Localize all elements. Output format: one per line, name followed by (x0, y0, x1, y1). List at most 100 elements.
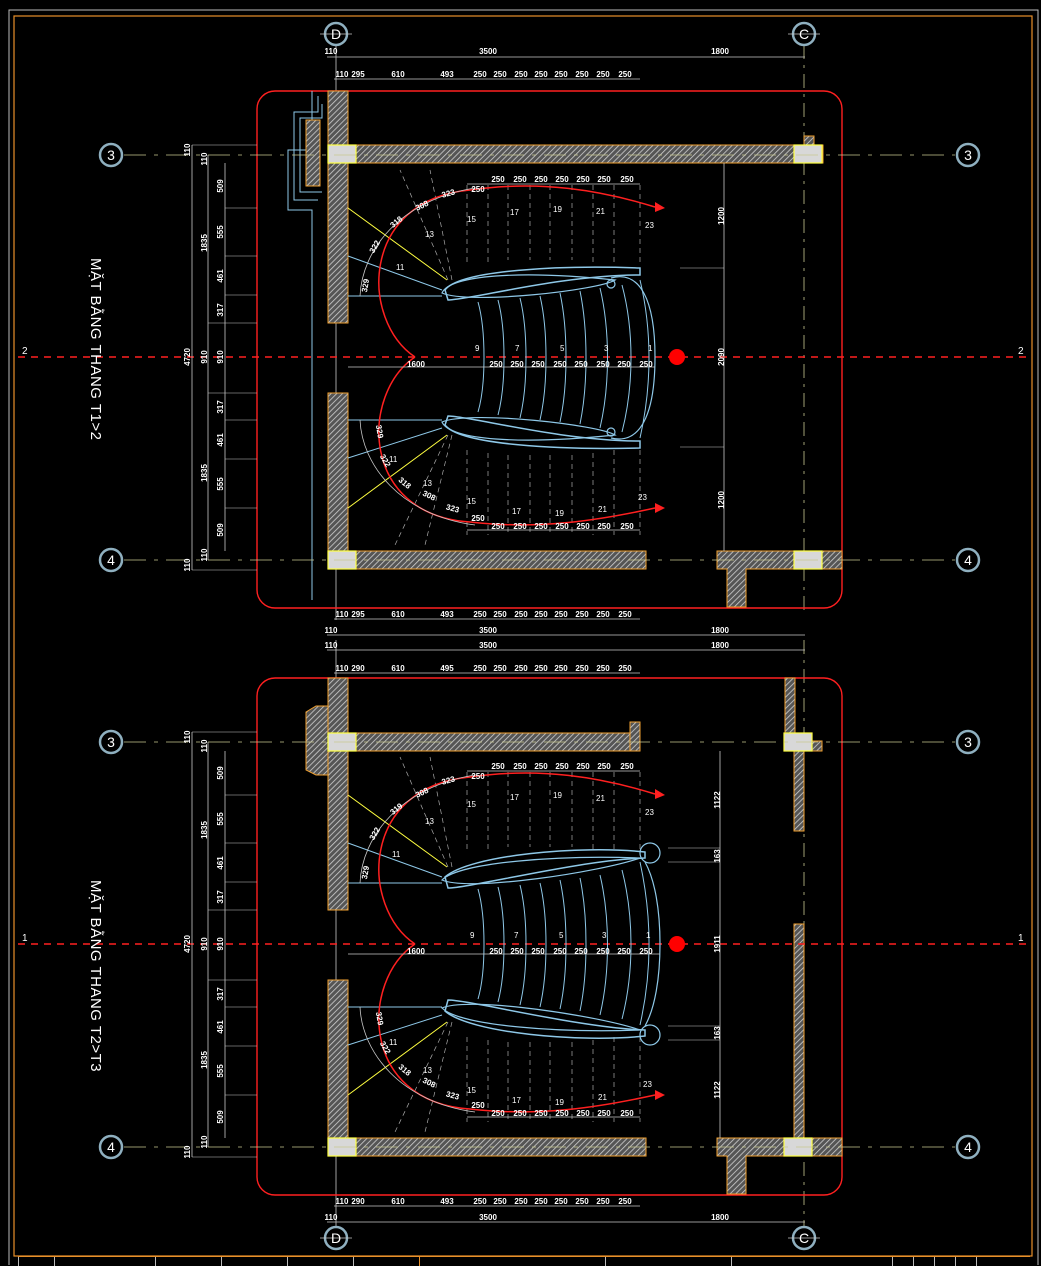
svg-text:250: 250 (534, 70, 548, 79)
title-block-cell (419, 1257, 605, 1266)
svg-text:21: 21 (598, 1093, 607, 1102)
title-block-cell (605, 1257, 731, 1266)
svg-text:1: 1 (648, 344, 653, 353)
svg-text:250: 250 (574, 947, 588, 956)
svg-text:250: 250 (491, 1109, 505, 1118)
title-block-cell (976, 1257, 997, 1266)
svg-text:555: 555 (216, 812, 225, 826)
svg-text:19: 19 (555, 1098, 564, 1107)
grid-bubble-c-top: C (788, 21, 820, 47)
svg-text:250: 250 (576, 1109, 590, 1118)
svg-text:1600: 1600 (407, 360, 425, 369)
stair-boundary (256, 90, 843, 609)
left-dimension-chain: 110 4720 110 110 1835 910 1835 110 509 5… (183, 143, 257, 571)
svg-text:3: 3 (107, 734, 115, 750)
svg-text:110: 110 (183, 558, 192, 571)
svg-text:250: 250 (491, 522, 505, 531)
grid-bubble-d-top: D (320, 21, 352, 47)
svg-text:250: 250 (596, 610, 610, 619)
svg-text:110: 110 (325, 641, 338, 650)
svg-text:110: 110 (200, 548, 209, 561)
svg-text:610: 610 (391, 70, 405, 79)
svg-text:110: 110 (183, 1145, 192, 1158)
svg-text:21: 21 (598, 505, 607, 514)
svg-text:319: 319 (388, 801, 404, 817)
svg-text:110: 110 (336, 610, 349, 619)
left-wall (327, 90, 349, 324)
svg-text:555: 555 (216, 225, 225, 239)
svg-text:250: 250 (471, 772, 485, 781)
svg-text:21: 21 (596, 207, 605, 216)
svg-text:17: 17 (510, 793, 519, 802)
svg-text:19: 19 (553, 205, 562, 214)
svg-text:23: 23 (645, 221, 654, 230)
svg-text:250: 250 (489, 360, 503, 369)
svg-text:329: 329 (374, 424, 385, 439)
svg-text:250: 250 (596, 1197, 610, 1206)
svg-text:250: 250 (574, 360, 588, 369)
svg-text:250: 250 (576, 522, 590, 531)
svg-text:250: 250 (473, 664, 487, 673)
svg-text:250: 250 (471, 1101, 485, 1110)
title-block-cell (54, 1257, 155, 1266)
svg-text:15: 15 (467, 1086, 476, 1095)
plan-t2-t3: 110 3500 1800 110 290 610 495 250 250 25… (18, 640, 1028, 1251)
title-block-cell (353, 1257, 419, 1266)
svg-text:910: 910 (216, 937, 225, 951)
right-dimension-chain: 1200 2090 1200 (680, 163, 726, 551)
svg-text:110: 110 (325, 1213, 338, 1222)
svg-text:250: 250 (597, 175, 611, 184)
svg-text:250: 250 (473, 70, 487, 79)
svg-text:250: 250 (493, 70, 507, 79)
svg-text:317: 317 (216, 890, 225, 904)
svg-text:1835: 1835 (200, 234, 209, 252)
left-dimension-chain: 110 4720 110 110 1835 910 1835 110 509 5… (183, 730, 257, 1158)
column (793, 144, 823, 164)
svg-text:493: 493 (440, 610, 454, 619)
plan-title: MẶT BẰNG THANG T1>2 (87, 258, 105, 440)
svg-text:1800: 1800 (711, 47, 729, 56)
svg-text:250: 250 (514, 664, 528, 673)
svg-text:3500: 3500 (479, 47, 497, 56)
svg-text:250: 250 (471, 185, 485, 194)
grid-bubble-4-right: 4 (955, 1134, 981, 1160)
svg-text:250: 250 (555, 762, 569, 771)
stair-labels: 329 322 319 308 323 250 250 250 250 250 … (360, 762, 655, 1118)
svg-text:323: 323 (441, 774, 457, 786)
right-dimension-chain: 1122 163 1911 163 1122 (668, 751, 722, 1138)
title-block-cell (731, 1257, 892, 1266)
svg-text:250: 250 (617, 360, 631, 369)
svg-text:250: 250 (555, 175, 569, 184)
svg-text:250: 250 (597, 1109, 611, 1118)
grid-bubble-3-right: 3 (955, 142, 981, 168)
svg-text:1835: 1835 (200, 464, 209, 482)
svg-text:3500: 3500 (479, 626, 497, 635)
svg-text:250: 250 (554, 664, 568, 673)
svg-text:163: 163 (713, 849, 722, 863)
svg-text:1200: 1200 (717, 491, 726, 509)
svg-text:17: 17 (510, 208, 519, 217)
svg-text:250: 250 (554, 610, 568, 619)
svg-text:1800: 1800 (711, 626, 729, 635)
svg-text:250: 250 (534, 175, 548, 184)
svg-text:250: 250 (534, 1109, 548, 1118)
sheet-frame-outer (8, 9, 1039, 1265)
svg-text:461: 461 (216, 1020, 225, 1034)
svg-text:250: 250 (491, 762, 505, 771)
grid-bubble-4-right: 4 (955, 547, 981, 573)
svg-text:11: 11 (396, 263, 405, 272)
svg-text:555: 555 (216, 477, 225, 491)
grid-bubble-3-left: 3 (98, 729, 124, 755)
svg-text:250: 250 (597, 522, 611, 531)
svg-text:250: 250 (620, 175, 634, 184)
svg-text:163: 163 (713, 1026, 722, 1040)
svg-text:250: 250 (555, 522, 569, 531)
title-block-cell (18, 1257, 54, 1266)
svg-text:19: 19 (553, 791, 562, 800)
svg-text:1800: 1800 (711, 1213, 729, 1222)
svg-text:2090: 2090 (717, 348, 726, 366)
svg-text:250: 250 (618, 1197, 632, 1206)
svg-text:493: 493 (440, 1197, 454, 1206)
svg-text:250: 250 (531, 360, 545, 369)
